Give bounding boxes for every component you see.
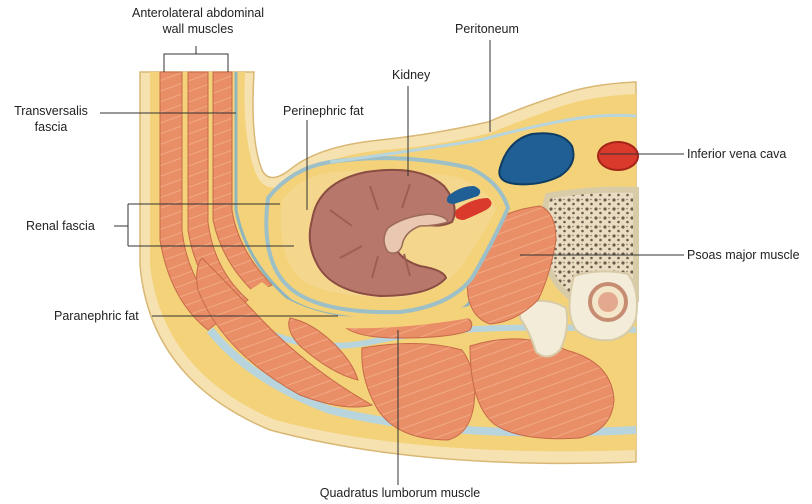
peritoneum-line xyxy=(329,113,637,164)
label-inferior-vena-cava: Inferior vena cava xyxy=(687,147,787,161)
label-paranephric-fat: Paranephric fat xyxy=(54,309,139,323)
leader-lines xyxy=(100,40,684,485)
label-quadratus-lumborum: Quadratus lumborum muscle xyxy=(319,486,481,500)
label-transversalis-line2: fascia xyxy=(34,120,68,134)
internal-oblique-muscle xyxy=(187,71,249,313)
label-kidney: Kidney xyxy=(392,68,431,82)
label-renal-fascia: Renal fascia xyxy=(26,219,95,233)
lateral-back-muscle xyxy=(288,317,359,381)
label-transversalis-line1: Transversalis xyxy=(14,104,88,118)
renal-pelvis xyxy=(383,213,449,254)
renal-vein xyxy=(446,186,481,204)
label-anterolateral-line2: wall muscles xyxy=(162,22,234,36)
transversus-abdominis-muscle xyxy=(212,71,273,293)
inferior-vena-cava-shape xyxy=(498,132,575,186)
label-perinephric-fat: Perinephric fat xyxy=(283,104,364,118)
renal-artery xyxy=(455,198,492,220)
label-psoas-major: Psoas major muscle xyxy=(687,248,800,262)
label-peritoneum: Peritoneum xyxy=(455,22,519,36)
erector-spinae-muscle-left xyxy=(361,342,476,441)
transverse-process xyxy=(519,299,569,358)
spinal-cord xyxy=(598,292,618,312)
aorta-shape xyxy=(597,141,639,171)
renal-pyramids xyxy=(329,183,411,279)
latissimus-muscle xyxy=(196,257,374,408)
label-anterolateral-line1: Anterolateral abdominal xyxy=(131,6,265,20)
paranephric-fat-zone xyxy=(250,282,470,329)
